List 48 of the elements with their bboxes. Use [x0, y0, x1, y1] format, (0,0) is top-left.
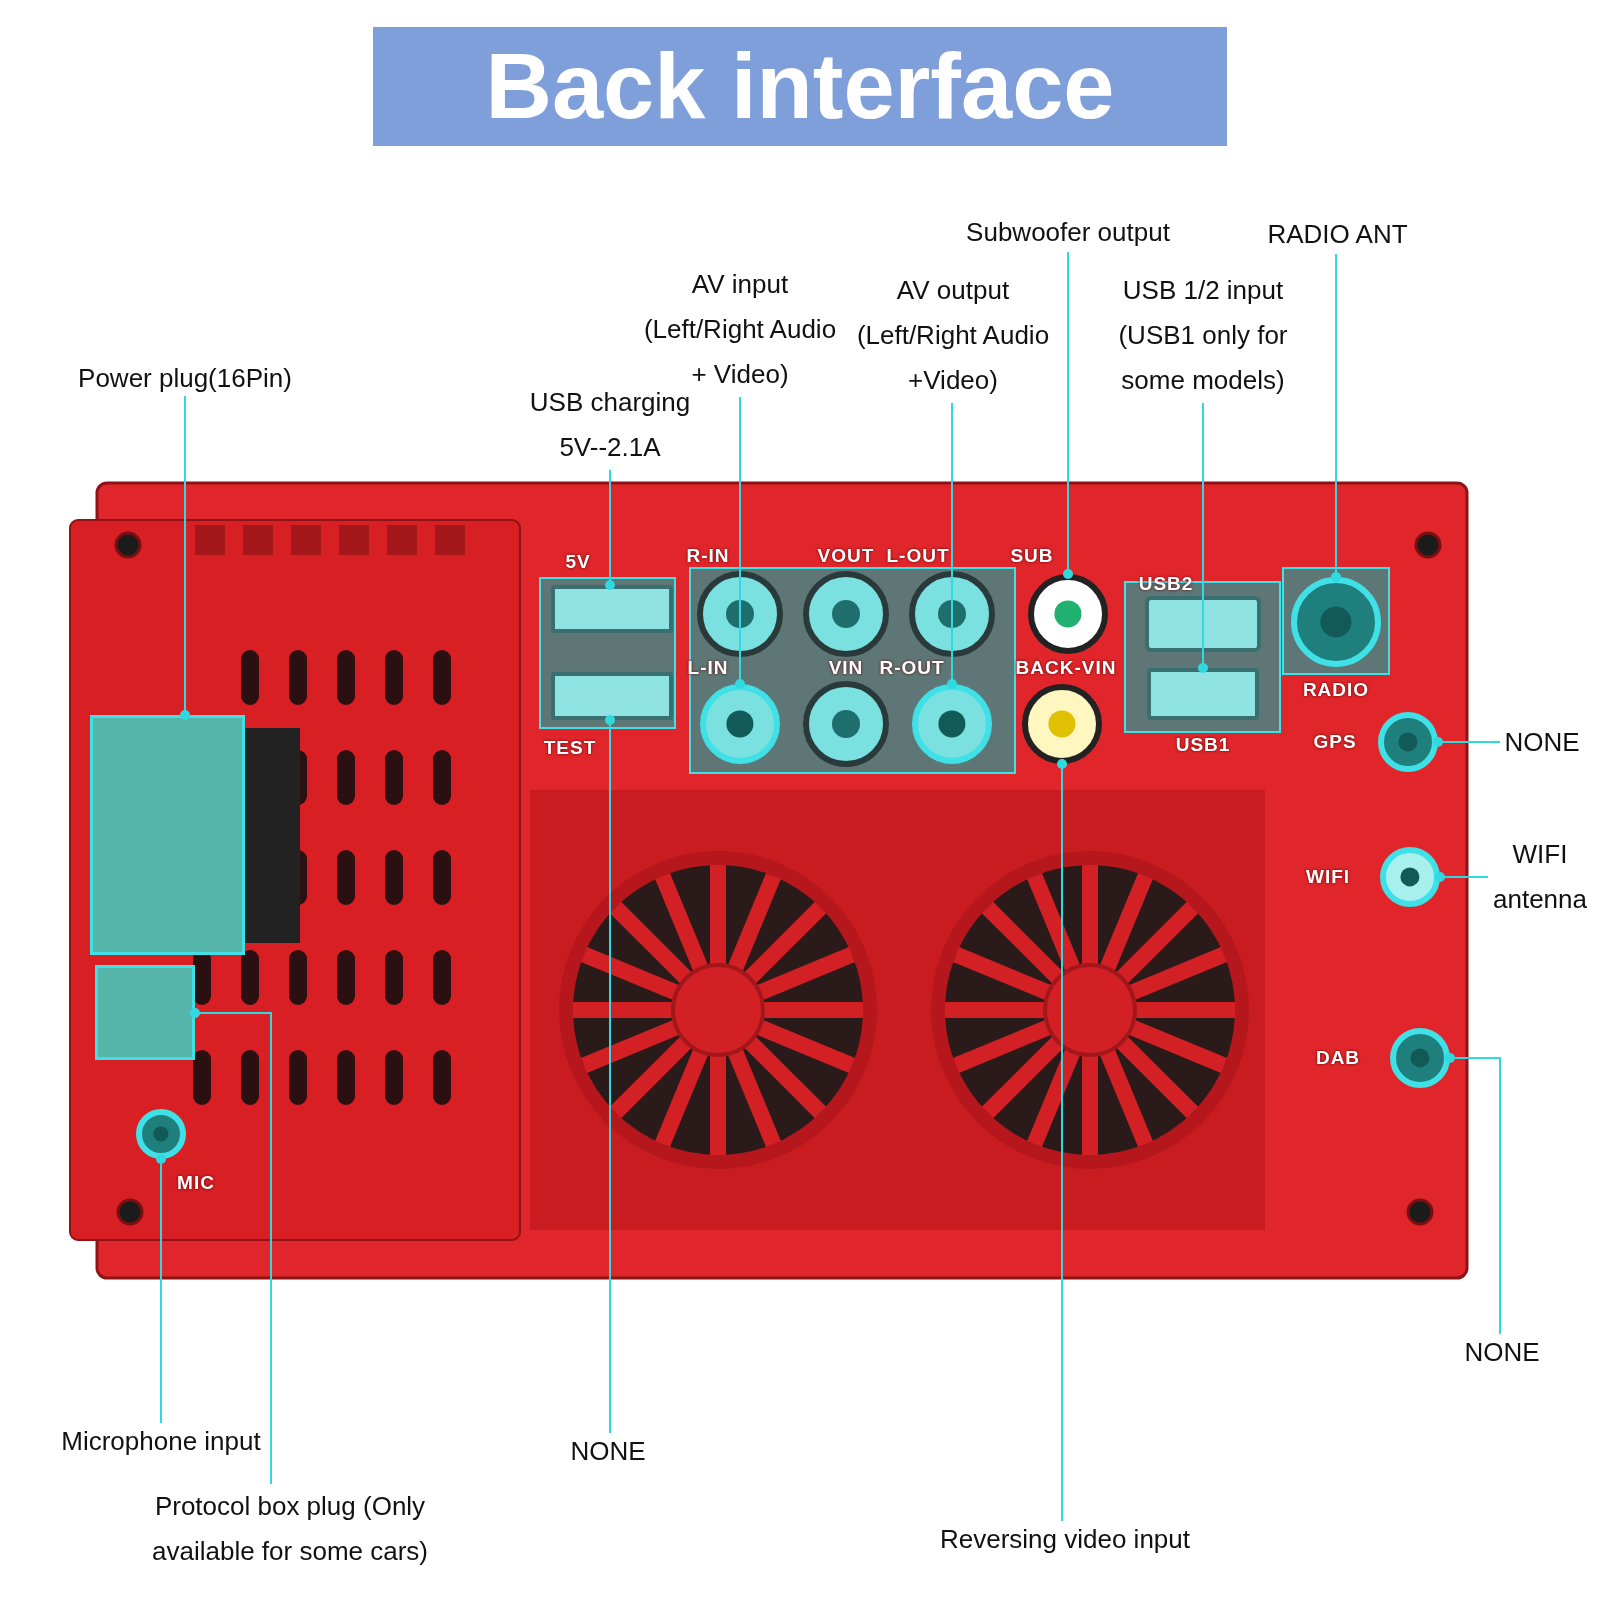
title-banner: Back interface [373, 27, 1227, 146]
leader-line [1057, 759, 1067, 1522]
leader-line [605, 715, 615, 1434]
leader-line [1063, 251, 1073, 579]
callout-text: AV output (Left/Right Audio +Video) [840, 268, 1066, 403]
panel-label: TEST [543, 737, 597, 759]
panel-label: R-OUT [879, 657, 945, 679]
panel-label: GPS [1313, 731, 1357, 753]
panel-label: L-OUT [886, 545, 950, 567]
callout-text: Subwoofer output [945, 214, 1191, 252]
callout-text: USB 1/2 input (USB1 only for some models) [1090, 268, 1316, 403]
usb-port [1147, 668, 1259, 720]
panel-label: BACK-VIN [1015, 657, 1117, 679]
callout-text: RADIO ANT [1250, 216, 1425, 254]
callout-text: Reversing video input [925, 1521, 1205, 1557]
leader-line [1435, 872, 1489, 882]
usb-port [551, 672, 673, 720]
leader-line [1433, 737, 1501, 747]
leader-line [190, 1008, 272, 1485]
leader-line [156, 1154, 166, 1424]
panel-label: 5V [565, 551, 591, 573]
callout-text: Protocol box plug (Only available for some cars) [100, 1484, 480, 1574]
panel-label: R-IN [686, 545, 730, 567]
callout-text: USB charging 5V--2.1A [525, 380, 695, 470]
power-connector [90, 715, 245, 955]
callout-text: WIFI antenna [1488, 832, 1592, 924]
callout-text: NONE [1460, 1334, 1544, 1370]
leader-line [1198, 402, 1208, 673]
leader-line [735, 396, 745, 689]
callout-text: NONE [565, 1433, 651, 1469]
callout-text: NONE [1500, 724, 1584, 760]
panel-label: USB1 [1175, 734, 1231, 756]
leader-line [180, 395, 190, 720]
leader-line [947, 402, 957, 689]
panel-label: MIC [177, 1172, 215, 1194]
panel-label: DAB [1315, 1047, 1361, 1069]
panel-label: VOUT [817, 545, 875, 567]
callout-text: Microphone input [50, 1423, 272, 1459]
leader-line [1445, 1053, 1501, 1335]
panel-label: WIFI [1305, 866, 1351, 888]
usb-port [551, 585, 673, 633]
protocol-connector [95, 965, 195, 1060]
leader-line [1331, 253, 1341, 582]
leader-line [605, 469, 615, 590]
panel-label: VIN [828, 657, 864, 679]
panel-label: SUB [1010, 545, 1054, 567]
callout-text: Power plug(16Pin) [70, 360, 300, 396]
panel-label: RADIO [1302, 679, 1370, 701]
